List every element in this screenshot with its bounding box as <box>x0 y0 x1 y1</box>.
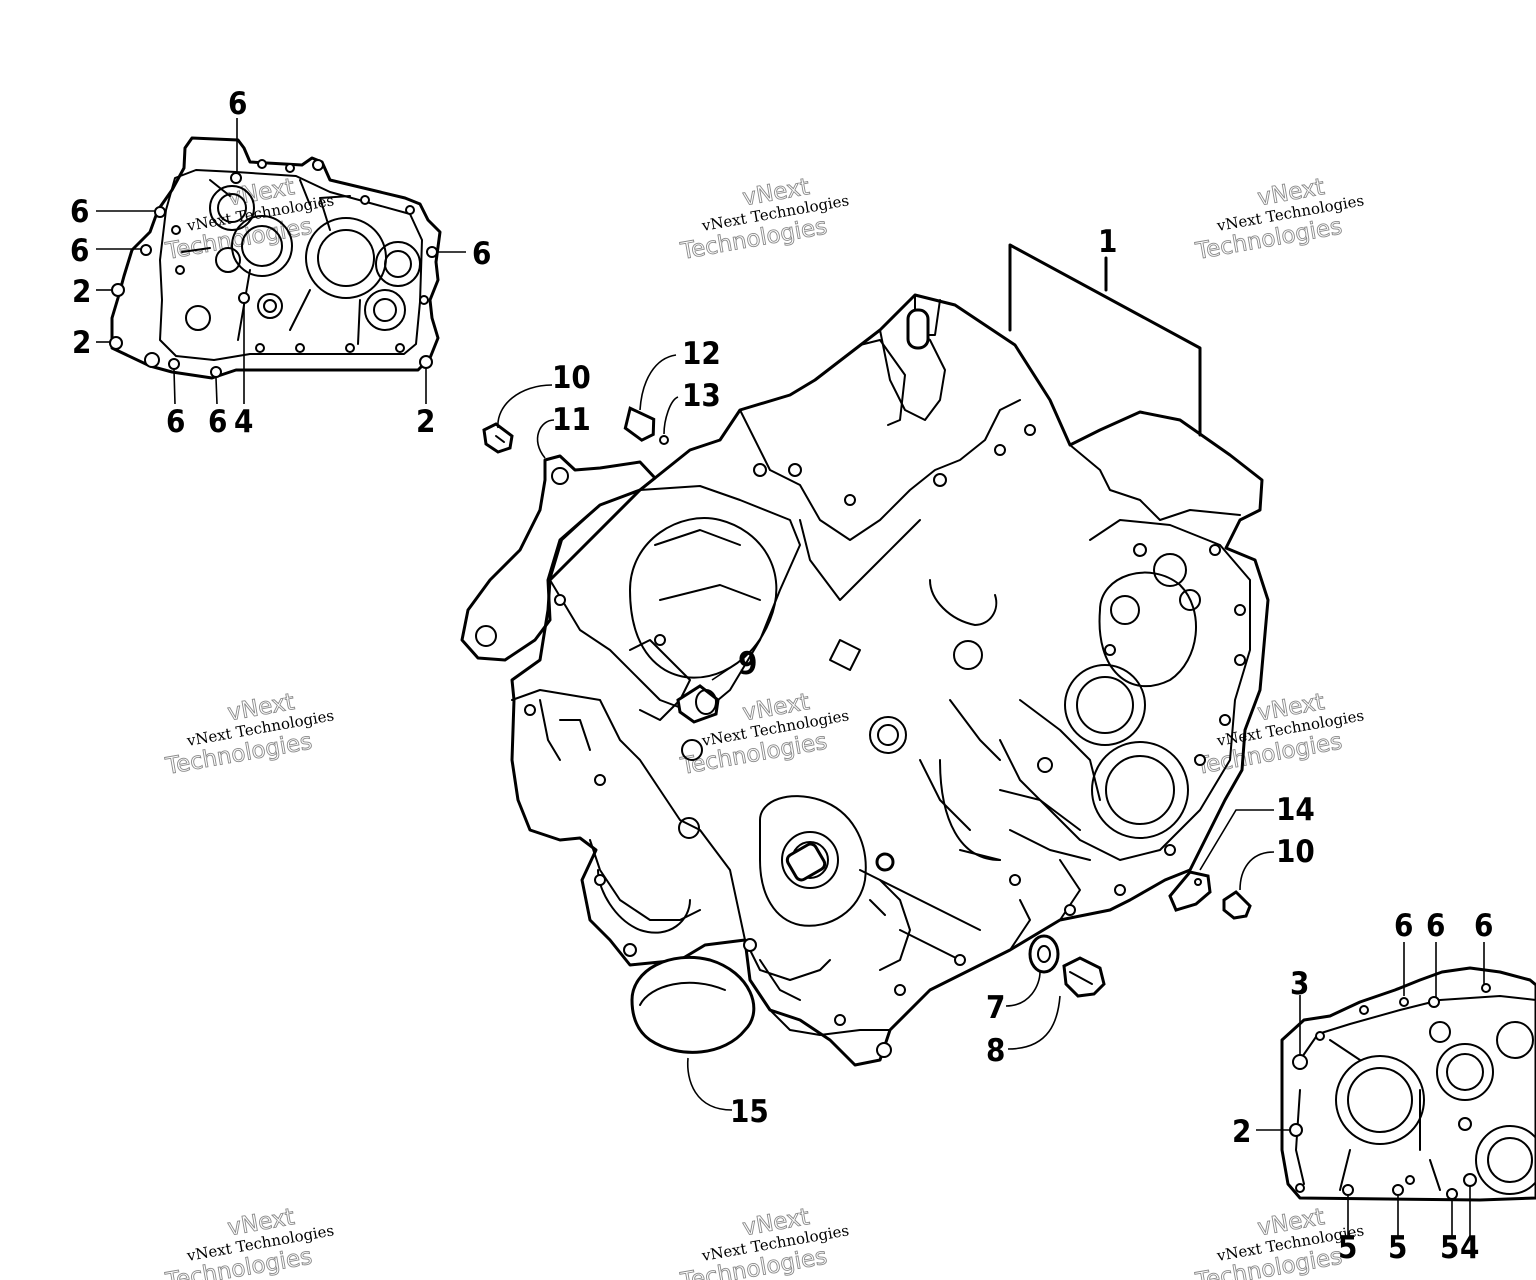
callout-13: 13 <box>682 378 721 414</box>
bolt-holes-top-left <box>109 159 438 378</box>
callout-2: 2 <box>1232 1114 1251 1150</box>
watermark: vNext vNext Technologies Technologies <box>678 174 851 266</box>
callout-numbers: 1 6 6 6 2 2 6 6 4 2 6 10 11 12 13 9 14 1… <box>70 86 1493 1266</box>
callout-6: 6 <box>472 236 491 272</box>
watermark: vNext vNext Technologies Technologies <box>163 689 336 781</box>
drain-plug-8 <box>1062 956 1106 998</box>
bolt-10-right <box>1222 890 1252 920</box>
callout-10: 10 <box>1276 834 1315 870</box>
callout-2: 2 <box>72 274 91 310</box>
callout-7: 7 <box>986 990 1005 1026</box>
callout-6: 6 <box>228 86 247 122</box>
callout-6: 6 <box>1426 908 1445 944</box>
callout-15: 15 <box>730 1094 769 1130</box>
leader-lines <box>96 118 1485 1236</box>
callout-6: 6 <box>70 194 89 230</box>
callout-11: 11 <box>552 402 591 438</box>
callout-5: 5 <box>1338 1230 1357 1266</box>
watermark: vNext vNext Technologies Technologies <box>1193 174 1366 266</box>
callout-5: 5 <box>1440 1230 1459 1266</box>
callout-10: 10 <box>552 360 591 396</box>
washer-7 <box>1028 934 1060 974</box>
callout-2: 2 <box>72 325 91 361</box>
callout-5: 5 <box>1388 1230 1407 1266</box>
bolt-10-left <box>482 422 514 454</box>
plate-14 <box>1168 870 1212 912</box>
watermark: vNext vNext Technologies Technologies <box>678 1204 851 1280</box>
callout-3: 3 <box>1290 966 1309 1002</box>
watermark: vNext vNext Technologies Technologies <box>1193 689 1366 781</box>
dowel-pin-9 <box>676 684 720 724</box>
callout-4: 4 <box>1460 1230 1479 1266</box>
callout-4: 4 <box>234 404 253 440</box>
callout-12: 12 <box>682 336 721 372</box>
callout-6: 6 <box>1394 908 1413 944</box>
crankcase-half-bottom-right <box>1280 966 1536 1202</box>
callout-6: 6 <box>208 404 227 440</box>
crankcase-assembly-main <box>510 293 1270 1067</box>
callout-1: 1 <box>1098 224 1117 260</box>
callout-14: 14 <box>1276 792 1315 828</box>
bolt-holes-bottom-right <box>1289 983 1491 1200</box>
callout-6: 6 <box>166 404 185 440</box>
callout-6: 6 <box>70 233 89 269</box>
callout-2: 2 <box>416 404 435 440</box>
callout-9: 9 <box>738 646 757 682</box>
breather-cover <box>460 454 657 662</box>
fitting-12 <box>623 406 669 445</box>
watermark: vNext vNext Technologies Technologies <box>163 174 336 266</box>
crankcase-half-top-left <box>109 136 442 380</box>
bolt-holes-main <box>524 424 1246 1058</box>
callout-6: 6 <box>1474 908 1493 944</box>
callout-8: 8 <box>986 1033 1005 1069</box>
cover-cap-15 <box>630 955 756 1054</box>
watermark: vNext vNext Technologies Technologies <box>163 1204 336 1280</box>
